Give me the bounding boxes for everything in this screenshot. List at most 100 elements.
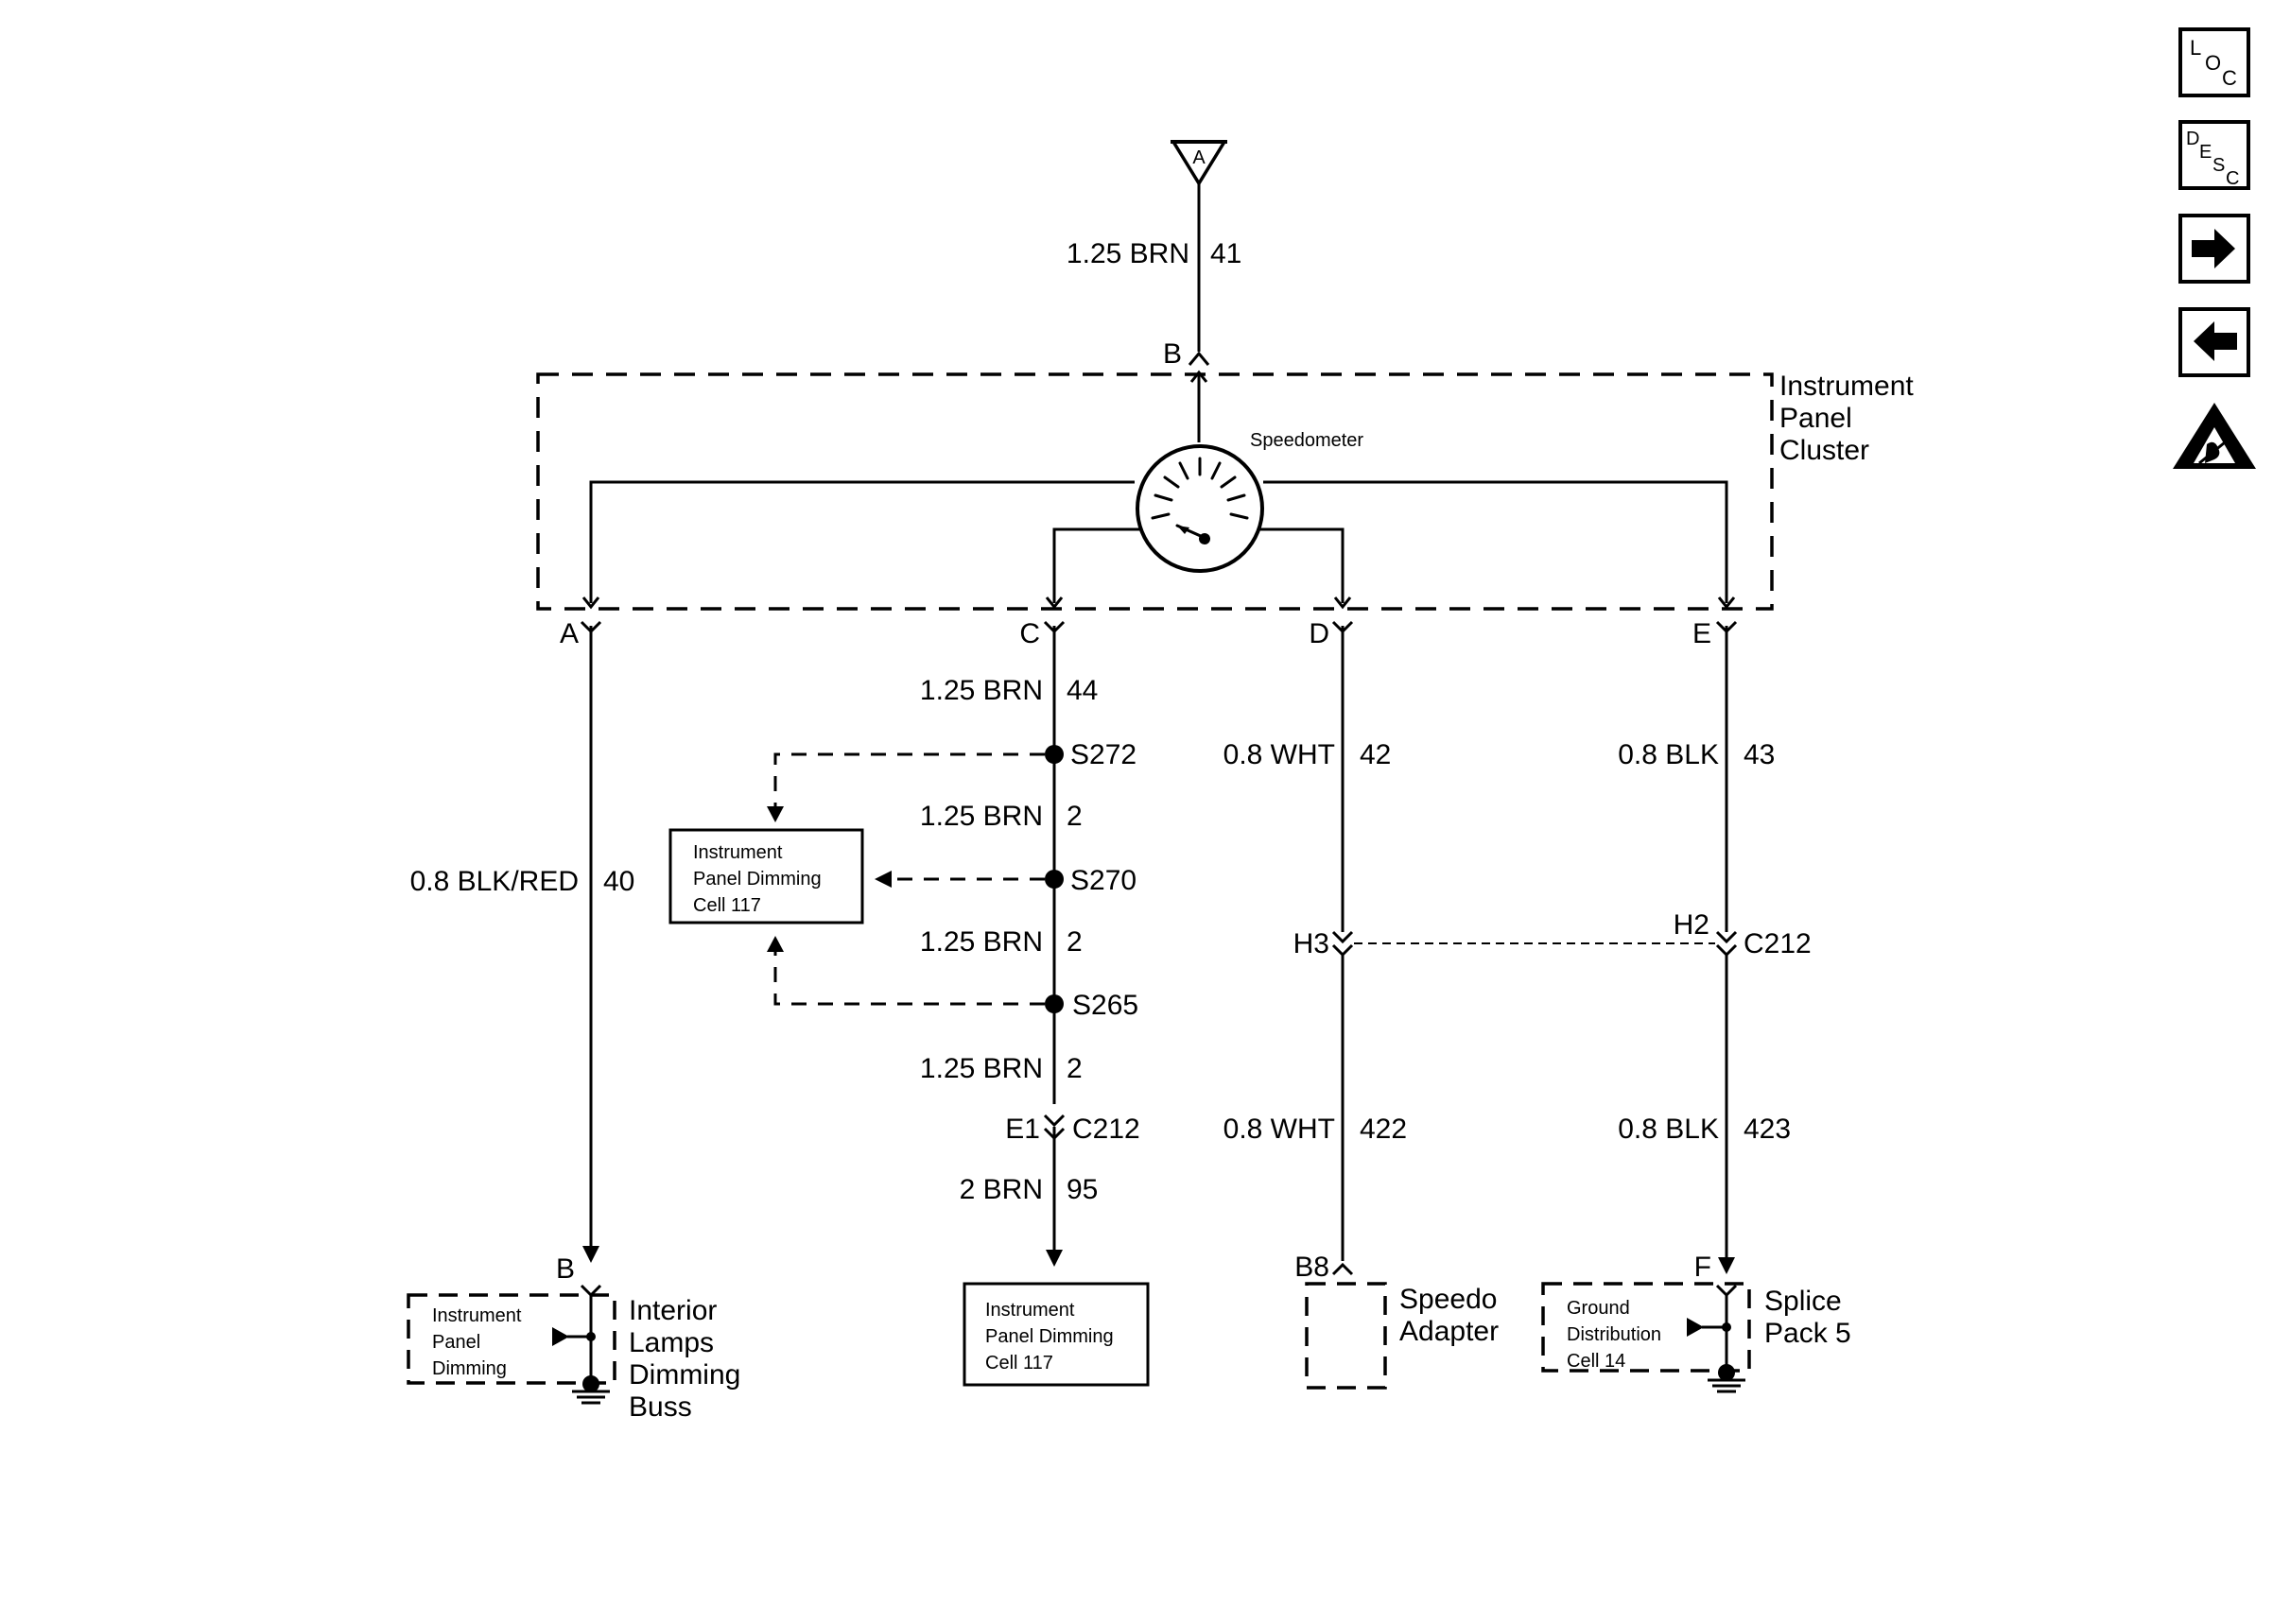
branch-arrows bbox=[582, 806, 1735, 1274]
ipd-mid-line3: Cell 117 bbox=[693, 895, 761, 916]
h2-label: H2 bbox=[1674, 909, 1709, 941]
pin-d-chevron bbox=[1331, 620, 1354, 634]
pin-c-chevron bbox=[1043, 620, 1066, 634]
desc-button[interactable]: D E S C bbox=[2178, 120, 2250, 190]
interior-lamps-line3: Dimming bbox=[629, 1359, 740, 1391]
speedo-adapter-line2: Adapter bbox=[1399, 1316, 1499, 1347]
pin-e-chevron bbox=[1715, 620, 1738, 634]
speedometer-icon bbox=[1136, 444, 1264, 573]
splice-s270-dot bbox=[1045, 870, 1064, 889]
pin-d-arrow bbox=[1333, 596, 1352, 610]
e1-c212-label: C212 bbox=[1072, 1114, 1140, 1145]
wire-internal-a bbox=[589, 480, 1135, 603]
ip-dimming-line1: Instrument bbox=[432, 1305, 522, 1326]
ip-dimming-line3: Dimming bbox=[432, 1358, 507, 1379]
cluster-title-1: Instrument bbox=[1779, 371, 1914, 402]
pin-e-label: E bbox=[1692, 618, 1711, 649]
interior-lamps-line2: Lamps bbox=[629, 1327, 714, 1358]
ip-dimming-ground-node bbox=[582, 1375, 599, 1392]
wire-c-seg4-circuit: 2 bbox=[1067, 1053, 1083, 1084]
e1-pin-label: E1 bbox=[1005, 1114, 1040, 1145]
branch-s270-arrowhead bbox=[875, 871, 892, 888]
ipd-cell-box-bottom bbox=[963, 1282, 1150, 1387]
ground-dist-line1: Ground bbox=[1567, 1298, 1630, 1319]
wire-42-gauge: 0.8 WHT bbox=[1223, 739, 1335, 770]
ground-dist-node bbox=[1722, 1322, 1731, 1332]
desc-letter-c: C bbox=[2226, 168, 2239, 189]
ground-dist-line2: Distribution bbox=[1567, 1324, 1661, 1345]
wire-43-circuit: 43 bbox=[1744, 739, 1775, 770]
cluster-title-3: Cluster bbox=[1779, 435, 1869, 466]
splices bbox=[1045, 745, 1064, 1013]
wire-423-circuit: 423 bbox=[1744, 1114, 1791, 1145]
ipd-mid-line1: Instrument bbox=[693, 842, 783, 863]
pin-b-chevron bbox=[1188, 351, 1210, 366]
desc-letter-e: E bbox=[2199, 142, 2212, 163]
loc-letter-c: C bbox=[2222, 66, 2237, 90]
source-a-label: A bbox=[1192, 147, 1206, 168]
ip-dimming-node bbox=[586, 1332, 596, 1341]
loc-letter-l: L bbox=[2190, 36, 2201, 60]
loc-button[interactable]: L O C bbox=[2178, 27, 2250, 97]
splice-s272-label: S272 bbox=[1070, 739, 1136, 770]
ip-dimming-box bbox=[407, 1293, 616, 1385]
wire-41-gauge: 1.25 BRN bbox=[1067, 238, 1189, 269]
back-button[interactable] bbox=[2178, 307, 2250, 377]
splice-s265-label: S265 bbox=[1072, 990, 1138, 1021]
wire-40-arrowhead bbox=[582, 1246, 599, 1263]
pin-a-arrow bbox=[581, 596, 600, 610]
wire-423-gauge: 0.8 BLK bbox=[1618, 1114, 1719, 1145]
wire-423-arrowhead bbox=[1718, 1257, 1735, 1274]
ipd-bottom-line2: Panel Dimming bbox=[985, 1326, 1114, 1347]
pin-c-label: C bbox=[1019, 618, 1040, 649]
wire-c-seg2-circuit: 2 bbox=[1067, 801, 1083, 832]
ground-dist-line3: Cell 14 bbox=[1567, 1351, 1625, 1372]
pin-f-label: F bbox=[1694, 1252, 1711, 1283]
speedo-adapter-line1: Speedo bbox=[1399, 1284, 1497, 1315]
ground-dist-arrow bbox=[1687, 1318, 1704, 1337]
pin-b-top-label: B bbox=[1163, 338, 1182, 370]
ground-dist-box bbox=[1541, 1282, 1751, 1373]
ipd-bottom-line1: Instrument bbox=[985, 1300, 1075, 1321]
e1-chevron-bottom bbox=[1043, 1127, 1066, 1141]
ipd-bottom-line3: Cell 117 bbox=[985, 1353, 1053, 1373]
wire-95-gauge: 2 BRN bbox=[960, 1174, 1043, 1205]
desc-letter-s: S bbox=[2212, 155, 2225, 176]
wire-40-circuit: 40 bbox=[603, 866, 634, 897]
wire-c-seg4-gauge: 1.25 BRN bbox=[920, 1053, 1043, 1084]
pin-b8-chevron bbox=[1331, 1262, 1354, 1276]
splice-s265-dot bbox=[1045, 994, 1064, 1013]
interior-lamps-line1: Interior bbox=[629, 1295, 717, 1326]
ipd-cell-box-mid bbox=[668, 828, 864, 924]
h3-label: H3 bbox=[1293, 928, 1329, 959]
wire-44-gauge: 1.25 BRN bbox=[920, 675, 1043, 706]
wire-42-circuit: 42 bbox=[1360, 739, 1391, 770]
instrument-panel-cluster-box bbox=[536, 372, 1774, 611]
wire-c-seg3-circuit: 2 bbox=[1067, 926, 1083, 958]
wire-c-seg2-gauge: 1.25 BRN bbox=[920, 801, 1043, 832]
branch-s272 bbox=[773, 752, 1045, 808]
wire-internal-c bbox=[1052, 527, 1144, 603]
wire-95-circuit: 95 bbox=[1067, 1174, 1098, 1205]
ip-dimming-line2: Panel bbox=[432, 1332, 480, 1353]
loc-letter-o: O bbox=[2205, 51, 2221, 75]
arrow-left-icon bbox=[2194, 321, 2237, 361]
h3-chevron-top bbox=[1331, 930, 1354, 944]
esd-warning-icon[interactable] bbox=[2173, 403, 2256, 469]
wire-95-arrowhead bbox=[1046, 1250, 1063, 1267]
wire-c-seg3-gauge: 1.25 BRN bbox=[920, 926, 1043, 958]
ground-dist-ground-node bbox=[1718, 1364, 1735, 1381]
branch-s265-arrowhead bbox=[767, 936, 784, 952]
branch-s272-arrowhead bbox=[767, 806, 784, 822]
wire-40-gauge: 0.8 BLK/RED bbox=[410, 866, 579, 897]
splice-s272-dot bbox=[1045, 745, 1064, 764]
pin-d-label: D bbox=[1309, 618, 1329, 649]
desc-letter-d: D bbox=[2186, 129, 2199, 149]
forward-button[interactable] bbox=[2178, 214, 2250, 284]
interior-lamps-line4: Buss bbox=[629, 1391, 692, 1423]
arrow-right-icon bbox=[2192, 229, 2235, 268]
wire-internal-e bbox=[1263, 480, 1728, 603]
wire-422-gauge: 0.8 WHT bbox=[1223, 1114, 1335, 1145]
h3-chevron-bottom bbox=[1331, 943, 1354, 958]
